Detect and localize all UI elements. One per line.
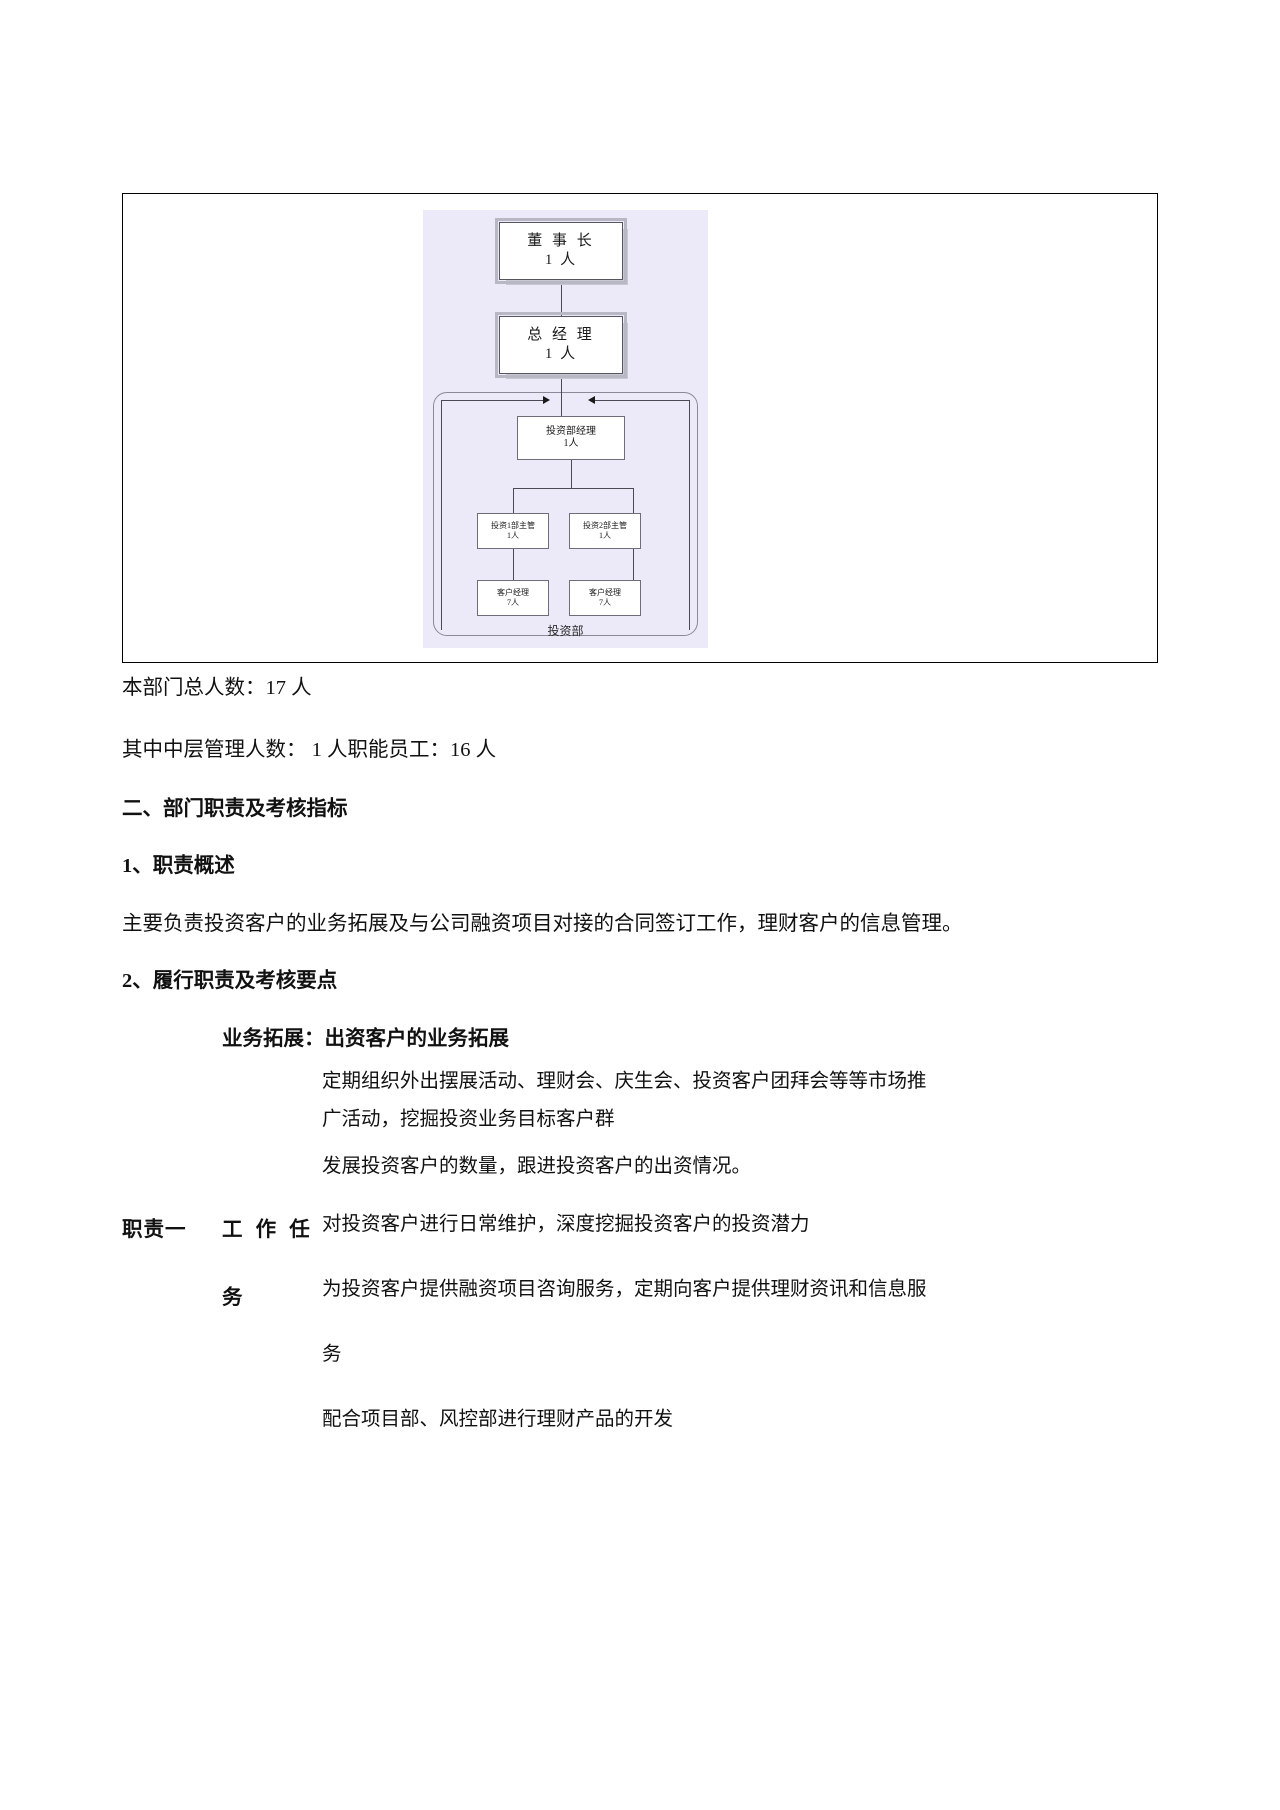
org-chart-canvas: 董 事 长 1 人 总 经 理 1 人 投资部经理 1人 投资1部主管 1人 投…: [423, 210, 708, 648]
duty-label-one: 职责一: [122, 1219, 187, 1241]
connector-loop-right-vertical: [689, 400, 690, 630]
connector-chairman-gm: [561, 280, 562, 316]
duty-line-2: 为投资客户提供融资项目咨询服务，定期向客户提供理财资讯和信息服: [322, 1279, 927, 1300]
org-node-supervisor-2-count: 1人: [599, 531, 611, 540]
org-node-client-manager-2-count: 7人: [599, 598, 611, 607]
overview-paragraph: 主要负责投资客户的业务拓展及与公司融资项目对接的合同签订工作，理财客户的信息管理…: [122, 913, 963, 935]
org-node-general-manager[interactable]: 总 经 理 1 人: [495, 312, 627, 378]
org-node-investment-manager-count: 1人: [563, 438, 579, 449]
total-headcount-line: 本部门总人数：17 人: [122, 677, 312, 699]
connector-loop-right-horizontal: [595, 400, 689, 401]
headcount-breakdown-line: 其中中层管理人数： 1 人职能员工：16 人: [122, 739, 497, 761]
heading-section-2-1: 1、职责概述: [122, 855, 235, 877]
task-line-1: 定期组织外出摆展活动、理财会、庆生会、投资客户团拜会等等市场推: [322, 1071, 927, 1092]
duty-line-4: 配合项目部、风控部进行理财产品的开发: [322, 1409, 674, 1430]
org-node-supervisor-1-count: 1人: [507, 531, 519, 540]
sub-heading-business-development: 业务拓展：出资客户的业务拓展: [222, 1028, 509, 1050]
duty-line-1: 对投资客户进行日常维护，深度挖掘投资客户的投资潜力: [322, 1214, 810, 1235]
org-node-general-manager-title: 总 经 理: [527, 327, 595, 344]
connector-supervisor-bus: [513, 488, 633, 489]
org-node-chairman[interactable]: 董 事 长 1 人: [495, 218, 627, 284]
org-node-investment-manager[interactable]: 投资部经理 1人: [517, 416, 625, 460]
task-line-3: 发展投资客户的数量，跟进投资客户的出资情况。: [322, 1156, 752, 1177]
arrow-left-to-gm-icon: [543, 396, 550, 404]
heading-section-2-2: 2、履行职责及考核要点: [122, 970, 338, 992]
duty-line-3: 务: [322, 1344, 342, 1365]
heading-section-2: 二、部门职责及考核指标: [122, 798, 348, 820]
arrow-right-to-gm-icon: [588, 396, 595, 404]
org-node-client-manager-2[interactable]: 客户经理 7人: [569, 580, 641, 616]
org-node-chairman-title: 董 事 长: [527, 233, 595, 250]
connector-loop-left-horizontal: [441, 400, 543, 401]
connector-loop-left-vertical: [441, 400, 442, 630]
org-node-client-manager-1[interactable]: 客户经理 7人: [477, 580, 549, 616]
connector-gm-down: [561, 374, 562, 416]
org-node-supervisor-1[interactable]: 投资1部主管 1人: [477, 513, 549, 549]
org-node-client-manager-1-count: 7人: [507, 598, 519, 607]
connector-sup2-cm2: [633, 549, 634, 580]
connector-sup1-cm1: [513, 549, 514, 580]
department-group-box: [433, 392, 698, 636]
connector-invmgr-down: [571, 460, 572, 488]
department-label: 投资部: [547, 624, 584, 638]
duty-label-work-task-line1: 工 作 任: [222, 1219, 314, 1241]
connector-to-sup2: [633, 488, 634, 513]
task-line-2: 广活动，挖掘投资业务目标客户群: [322, 1109, 615, 1130]
connector-to-sup1: [513, 488, 514, 513]
org-node-supervisor-2[interactable]: 投资2部主管 1人: [569, 513, 641, 549]
org-node-supervisor-2-title: 投资2部主管: [583, 521, 627, 530]
org-node-general-manager-count: 1 人: [544, 346, 578, 362]
org-chart-figure: 董 事 长 1 人 总 经 理 1 人 投资部经理 1人 投资1部主管 1人 投…: [122, 193, 1158, 663]
org-node-chairman-count: 1 人: [544, 252, 578, 268]
org-node-client-manager-2-title: 客户经理: [589, 588, 621, 597]
org-node-client-manager-1-title: 客户经理: [497, 588, 529, 597]
org-node-supervisor-1-title: 投资1部主管: [491, 521, 535, 530]
duty-label-work-task-line2: 务: [222, 1287, 243, 1309]
org-node-investment-manager-title: 投资部经理: [546, 425, 596, 437]
